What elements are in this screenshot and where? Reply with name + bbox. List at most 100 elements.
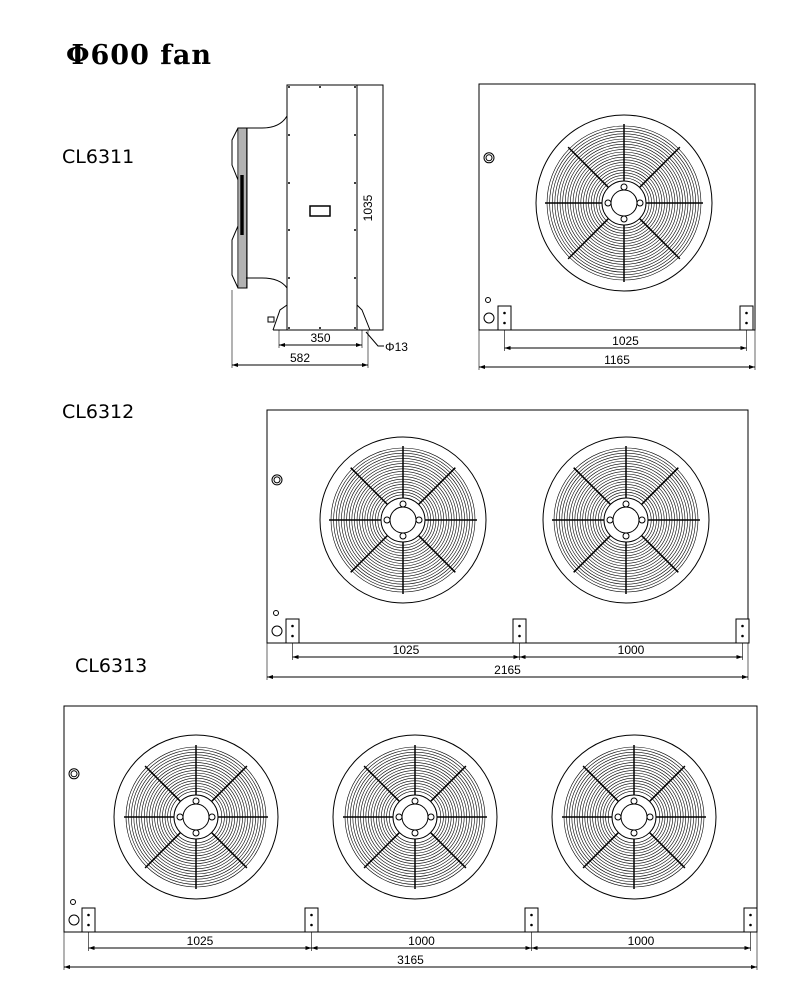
mounting-foot	[735, 618, 750, 644]
port-fitting	[483, 152, 495, 164]
dimension-label: 1000	[618, 643, 645, 657]
foot-hole	[291, 624, 294, 628]
foot-hole	[530, 913, 533, 917]
drain-fitting	[70, 899, 76, 905]
fan-ring	[319, 436, 487, 604]
front-view-cl6313: 1025 1000 1000 3165	[63, 705, 758, 970]
port-fitting-inner	[70, 770, 78, 778]
guard-spoke	[649, 832, 686, 869]
hub-center	[389, 506, 417, 534]
fan-guard	[535, 114, 713, 292]
foot-hole	[503, 321, 506, 325]
rivet	[354, 182, 356, 184]
hub-bolt	[399, 532, 407, 540]
hub-bolt	[427, 813, 435, 821]
mounting-foot	[81, 907, 96, 933]
total-length-label: 3165	[397, 953, 424, 967]
guard-spoke	[418, 467, 456, 505]
hub-bolt	[614, 813, 622, 821]
hub-bolt	[620, 183, 628, 191]
hub-center	[610, 189, 638, 217]
foot-hole	[503, 311, 506, 315]
guard-spoke	[641, 467, 679, 505]
hub-bolt	[622, 500, 630, 508]
mounting-foot	[739, 305, 754, 331]
casing-outline	[478, 83, 756, 331]
fan-ring	[542, 436, 710, 604]
rivet	[288, 86, 290, 88]
hub-bolt	[638, 516, 646, 524]
foot-hole	[87, 913, 90, 917]
total-length-label: 2165	[494, 663, 521, 677]
guard-spoke	[641, 535, 679, 573]
guard-spoke	[430, 832, 467, 869]
rivet	[354, 229, 356, 231]
hub-bolt	[383, 516, 391, 524]
guard-spoke	[363, 765, 400, 802]
rivet	[319, 327, 321, 329]
casing-outline	[63, 705, 758, 933]
dimension-label: 1025	[187, 934, 214, 948]
hole-leader	[365, 331, 384, 347]
model-label-cl6312: CL6312	[62, 401, 135, 423]
dimension-label: 1000	[408, 934, 435, 948]
hub-bolt	[630, 829, 638, 837]
rivet	[288, 277, 290, 279]
hub-bolt	[395, 813, 403, 821]
drain-fitting	[273, 610, 279, 616]
foot-hole	[310, 923, 313, 927]
fan-guard	[113, 734, 279, 900]
guard-spoke	[211, 832, 248, 869]
foot-hole	[749, 913, 752, 917]
guard-spoke	[430, 765, 467, 802]
foot-hole	[745, 311, 748, 315]
fan-guard	[319, 436, 487, 604]
front-view-cl6312: 1025 1000 2165	[266, 409, 750, 680]
foot-hole	[749, 923, 752, 927]
hub-bolt	[176, 813, 184, 821]
guard-spoke	[639, 218, 681, 260]
hub-bolt	[208, 813, 216, 821]
rivet	[288, 229, 290, 231]
rivet	[288, 327, 290, 329]
hole-diameter-label: Φ13	[385, 340, 408, 354]
foot-hole	[518, 624, 521, 628]
rivet	[319, 86, 321, 88]
drain-port	[271, 625, 283, 637]
guard-spoke	[649, 765, 686, 802]
rivet	[354, 86, 356, 88]
hub-bolt	[192, 829, 200, 837]
guard-spoke	[573, 535, 611, 573]
mounting-foot	[285, 618, 300, 644]
foot-hole	[291, 634, 294, 638]
rivet	[288, 182, 290, 184]
dimension-label: 1025	[393, 643, 420, 657]
guard-spoke	[567, 218, 609, 260]
hub-center	[182, 803, 210, 831]
fan-ring	[113, 734, 279, 900]
dimension-label: 1000	[628, 934, 655, 948]
mounting-foot	[524, 907, 539, 933]
hub-bolt	[646, 813, 654, 821]
hub-bolt	[630, 797, 638, 805]
foot-hole	[310, 913, 313, 917]
hub-center	[401, 803, 429, 831]
total-length-label: 1165	[604, 353, 630, 367]
hub-bolt	[606, 516, 614, 524]
rivet	[288, 134, 290, 136]
guard-spoke	[582, 832, 619, 869]
model-label-cl6311: CL6311	[62, 146, 135, 168]
drain-port	[483, 312, 495, 324]
fan-guard	[542, 436, 710, 604]
foot-span-label: 350	[310, 331, 330, 345]
guard-spoke	[144, 832, 181, 869]
casing-outline	[266, 409, 749, 644]
port-fitting-inner	[273, 476, 281, 484]
hub-bolt	[192, 797, 200, 805]
mounting-foot	[512, 618, 527, 644]
mounting-foot	[743, 907, 758, 933]
hub-bolt	[622, 532, 630, 540]
guard-spoke	[350, 467, 388, 505]
